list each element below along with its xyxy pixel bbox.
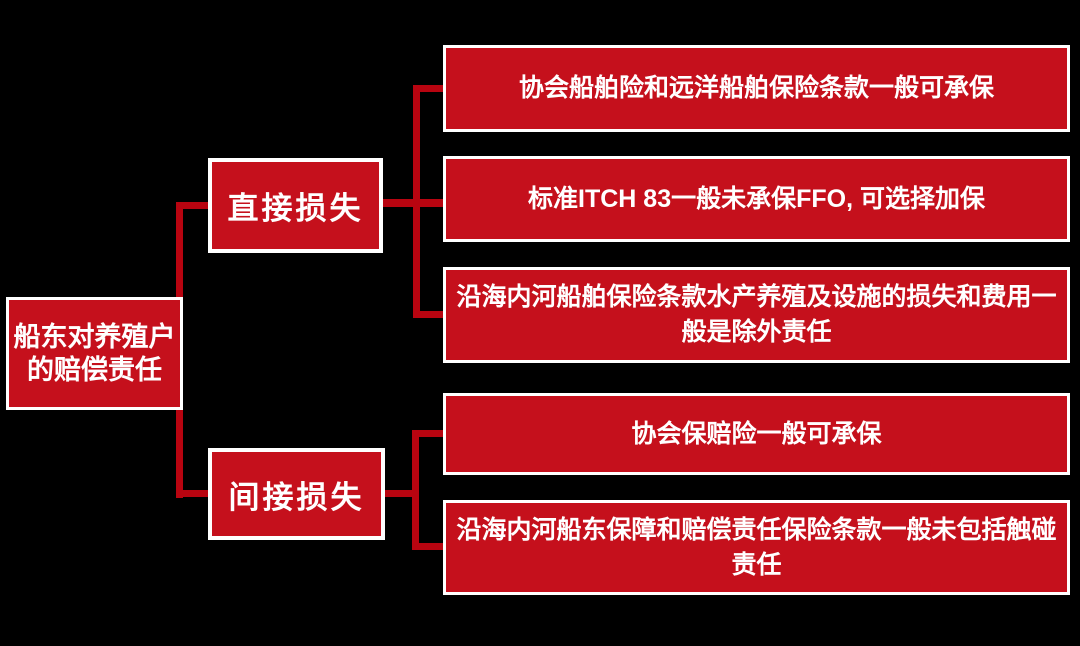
connector-direct-to-leaf-1 [413,85,443,92]
leaf-node-itch83-ffo: 标准ITCH 83一般未承保FFO, 可选择加保 [443,156,1070,242]
leaf-node-pni-coverable: 协会保赔险一般可承保 [443,393,1070,475]
connector-indirect-to-leaf-5 [412,543,443,550]
leaf-node-coastal-hull-exclusion: 沿海内河船舶保险条款水产养殖及设施的损失和费用一般是除外责任 [443,267,1070,363]
connector-root-to-indirect [176,490,208,497]
connector-root-to-direct [176,202,208,209]
leaf-node-coastal-pni-contact-excluded: 沿海内河船东保障和赔偿责任保险条款一般未包括触碰责任 [443,500,1070,595]
root-node-shipowner-liability: 船东对养殖户 的赔偿责任 [6,297,183,410]
branch-node-direct-loss: 直接损失 [208,158,383,253]
connector-direct-trunk [413,85,420,318]
connector-indirect-out [385,490,419,497]
connector-indirect-trunk [412,430,419,550]
branch-node-indirect-loss: 间接损失 [208,448,385,540]
connector-indirect-to-leaf-4 [412,430,443,437]
leaf-node-hull-clauses-coverable: 协会船舶险和远洋船舶保险条款一般可承保 [443,45,1070,132]
connector-direct-to-leaf-3 [413,311,443,318]
